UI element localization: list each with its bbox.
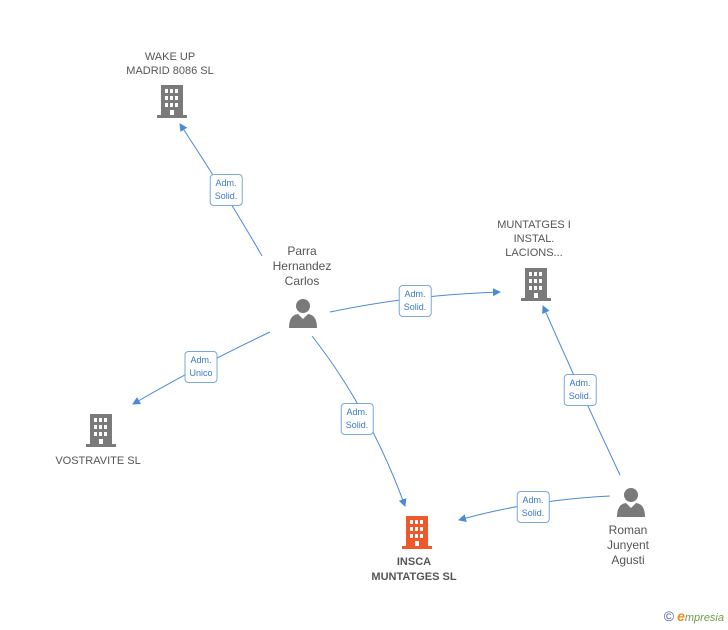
brand-watermark: © empresia [664, 608, 724, 624]
edge-label-line: Adm. [346, 407, 368, 417]
node-label-parra[interactable]: Parra Hernandez Carlos [273, 244, 332, 289]
edge-label-line: Solid. [403, 302, 427, 312]
label-line: VOSTRAVITE SL [55, 455, 141, 467]
label-line: MUNTATGES SL [371, 571, 457, 583]
building-icon[interactable] [157, 85, 187, 118]
edge-label-parra-insca[interactable]: Adm. Solid. [340, 403, 374, 435]
node-label-roman[interactable]: Roman Junyent Agusti [607, 523, 649, 568]
label-line: LACIONS... [505, 247, 563, 259]
edge-label-parra-muntatges[interactable]: Adm. Solid. [398, 285, 432, 317]
edge-label-line: Solid. [214, 191, 238, 201]
building-icon[interactable] [86, 414, 116, 447]
label-line: Roman [608, 523, 648, 537]
label-line: WAKE UP [144, 51, 196, 63]
label-line: Agusti [611, 553, 645, 567]
edge-label-line: Adm. [522, 495, 544, 505]
edge-label-line: Solid. [521, 508, 545, 518]
label-line: INSCA [396, 556, 432, 568]
edge-label-parra-vostravite[interactable]: Adm. Unico [184, 351, 218, 383]
edge-label-line: Adm. [215, 178, 237, 188]
edge-label-parra-wake[interactable]: Adm. Solid. [209, 174, 243, 206]
main-building-icon[interactable] [402, 516, 432, 549]
edge-label-line: Solid. [345, 420, 369, 430]
edge-label-line: Unico [189, 368, 213, 378]
edge-label-line: Solid. [568, 391, 592, 401]
node-label-insca[interactable]: INSCA MUNTATGES SL [371, 555, 456, 585]
node-label-muntatges-instal[interactable]: MUNTATGES I INSTAL. LACIONS... [497, 218, 571, 260]
label-line: INSTAL. [513, 233, 555, 245]
label-line: MUNTATGES I [497, 219, 571, 231]
edge-label-line: Adm. [404, 289, 426, 299]
label-line: Hernandez [272, 259, 332, 273]
person-icon[interactable] [617, 488, 645, 517]
node-label-vostravite[interactable]: VOSTRAVITE SL [55, 454, 140, 468]
edge-label-line: Adm. [569, 378, 591, 388]
building-icon[interactable] [521, 268, 551, 301]
node-label-wake-up[interactable]: WAKE UP MADRID 8086 SL [126, 50, 213, 78]
label-line: Carlos [284, 274, 320, 288]
label-line: MADRID 8086 SL [126, 65, 214, 77]
edge-label-roman-insca[interactable]: Adm. Solid. [516, 491, 550, 523]
edge-label-roman-muntatges[interactable]: Adm. Solid. [563, 374, 597, 406]
edge-label-line: Adm. [190, 355, 212, 365]
brand-name: mpresia [684, 612, 724, 624]
copyright-symbol: © [663, 608, 675, 624]
person-icon[interactable] [289, 299, 317, 328]
label-line: Junyent [606, 538, 650, 552]
brand-initial: e [677, 608, 685, 624]
label-line: Parra [287, 244, 317, 258]
